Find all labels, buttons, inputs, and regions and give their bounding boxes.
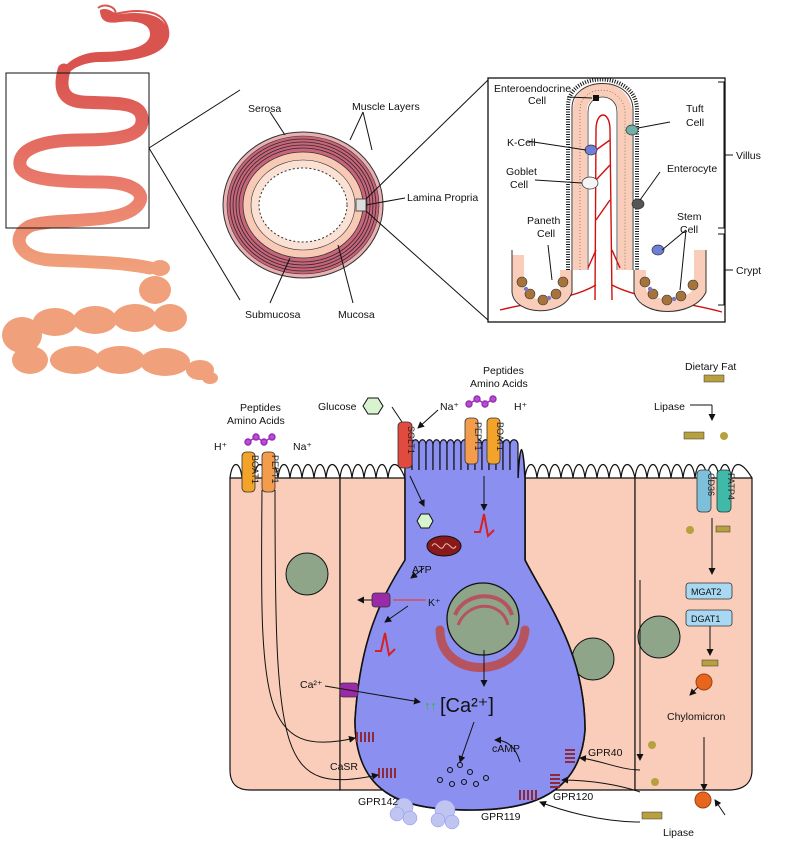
fatp4-label: FATP4 [726,473,736,500]
chylomicron-icon [695,673,713,691]
casr-label: CaSR [330,761,358,773]
lamina-propria-label: Lamina Propria [407,192,478,204]
enzyme-mgat2-box [685,582,733,600]
lipase-top-label: Lipase [654,401,685,413]
ca2-plus-label: Ca²⁺ [300,679,323,691]
transporter-cd36 [696,469,712,513]
transporter-pept1-left [261,451,276,493]
intestine-illustration [2,4,241,384]
enteroendocrine-marker [593,95,599,101]
enteroendocrine-label-1: Enteroendocrine [494,83,571,95]
transporter-boat1-left [241,451,256,493]
enterocyte-marker [631,198,645,210]
amino-acids-left-label: Amino Acids [227,415,285,427]
transporter-fatp4 [716,469,732,513]
tuft-cell-marker [625,124,639,136]
amino-acids-mid-label: Amino Acids [470,378,528,390]
chylomicron-icon-2 [694,791,712,809]
enteroendocrine-label-2: Cell [528,95,546,107]
submucosa-label: Submucosa [245,309,301,321]
transporter-boat1-mid [486,417,501,465]
h-plus-left-label: H⁺ [214,441,228,453]
serosa-label: Serosa [248,103,281,115]
gpr142-label: GPR142 [358,796,398,808]
k-cell-label: K-Cell [507,137,536,149]
epithelium-diagram: BOAT1 PEPT1 SGLT1 PEPT1 BOAT1 CD36 FATP4… [214,361,753,839]
dgat1-label: DGAT1 [691,614,720,624]
camp-label: cAMP [492,743,520,755]
chylomicron-label: Chylomicron [667,711,726,723]
intracellular-calcium-label: [Ca²⁺] [440,695,494,717]
gpr120-label: GPR120 [553,791,593,803]
pept1-mid-label: PEPT1 [473,422,483,451]
k-channel-icon [371,592,391,608]
villus-panel: Enteroendocrine Cell Tuft Cell K-Cell Go… [487,77,761,323]
crypt-label: Crypt [736,265,761,277]
boat1-mid-label: BOAT1 [495,422,505,451]
h-plus-mid-label: H⁺ [514,401,528,413]
transporter-sglt1 [397,421,413,469]
peptides-left-label: Peptides [240,402,281,414]
goblet-cell-label-2: Cell [510,179,528,191]
goblet-cell-label-1: Goblet [506,166,537,178]
glucose-label: Glucose [318,401,357,413]
cross-section: Serosa Muscle Layers Lamina Propria Subm… [222,79,489,321]
zoom-box-intestine [5,72,150,229]
na-plus-mid-label: Na⁺ [440,401,459,413]
atp-label: ATP [412,564,432,576]
paneth-cell-label-2: Cell [537,228,555,240]
tuft-cell-label-1: Tuft [686,103,704,115]
k-cell-marker [584,144,598,156]
receptor-icons [356,732,575,800]
sglt1-label: SGLT1 [406,426,416,454]
na-plus-left-label: Na⁺ [293,441,312,453]
cd36-label: CD36 [706,473,716,496]
mgat2-label: MGAT2 [691,587,721,597]
gpr119-label: GPR119 [481,811,521,823]
goblet-cell-marker [581,176,599,190]
gpr40-label: GPR40 [588,747,623,759]
peptide-icons [244,395,497,446]
tuft-cell-label-2: Cell [686,117,704,129]
dietary-fat-label: Dietary Fat [685,361,736,373]
lipase-bottom-label: Lipase [663,827,694,839]
stem-cell-label-2: Cell [680,224,698,236]
increase-arrows: ↑↑ [424,698,437,713]
mucosa-label: Mucosa [338,309,375,321]
lamina-propria-marker [355,198,367,212]
pept1-left-label: PEPT1 [270,455,280,484]
lipid-icons [641,374,731,820]
enzyme-dgat1-box [685,609,733,627]
enterocyte-label: Enterocyte [667,163,717,175]
boat1-left-label: BOAT1 [250,455,260,484]
muscle-layers-label: Muscle Layers [352,101,420,113]
k-plus-label: K⁺ [428,597,441,609]
villus-label: Villus [736,150,761,162]
stem-cell-marker [651,244,665,256]
peptides-mid-label: Peptides [483,365,524,377]
transporter-pept1-mid [464,417,479,465]
paneth-cell-label-1: Paneth [527,215,560,227]
stem-cell-label-1: Stem [677,211,702,223]
